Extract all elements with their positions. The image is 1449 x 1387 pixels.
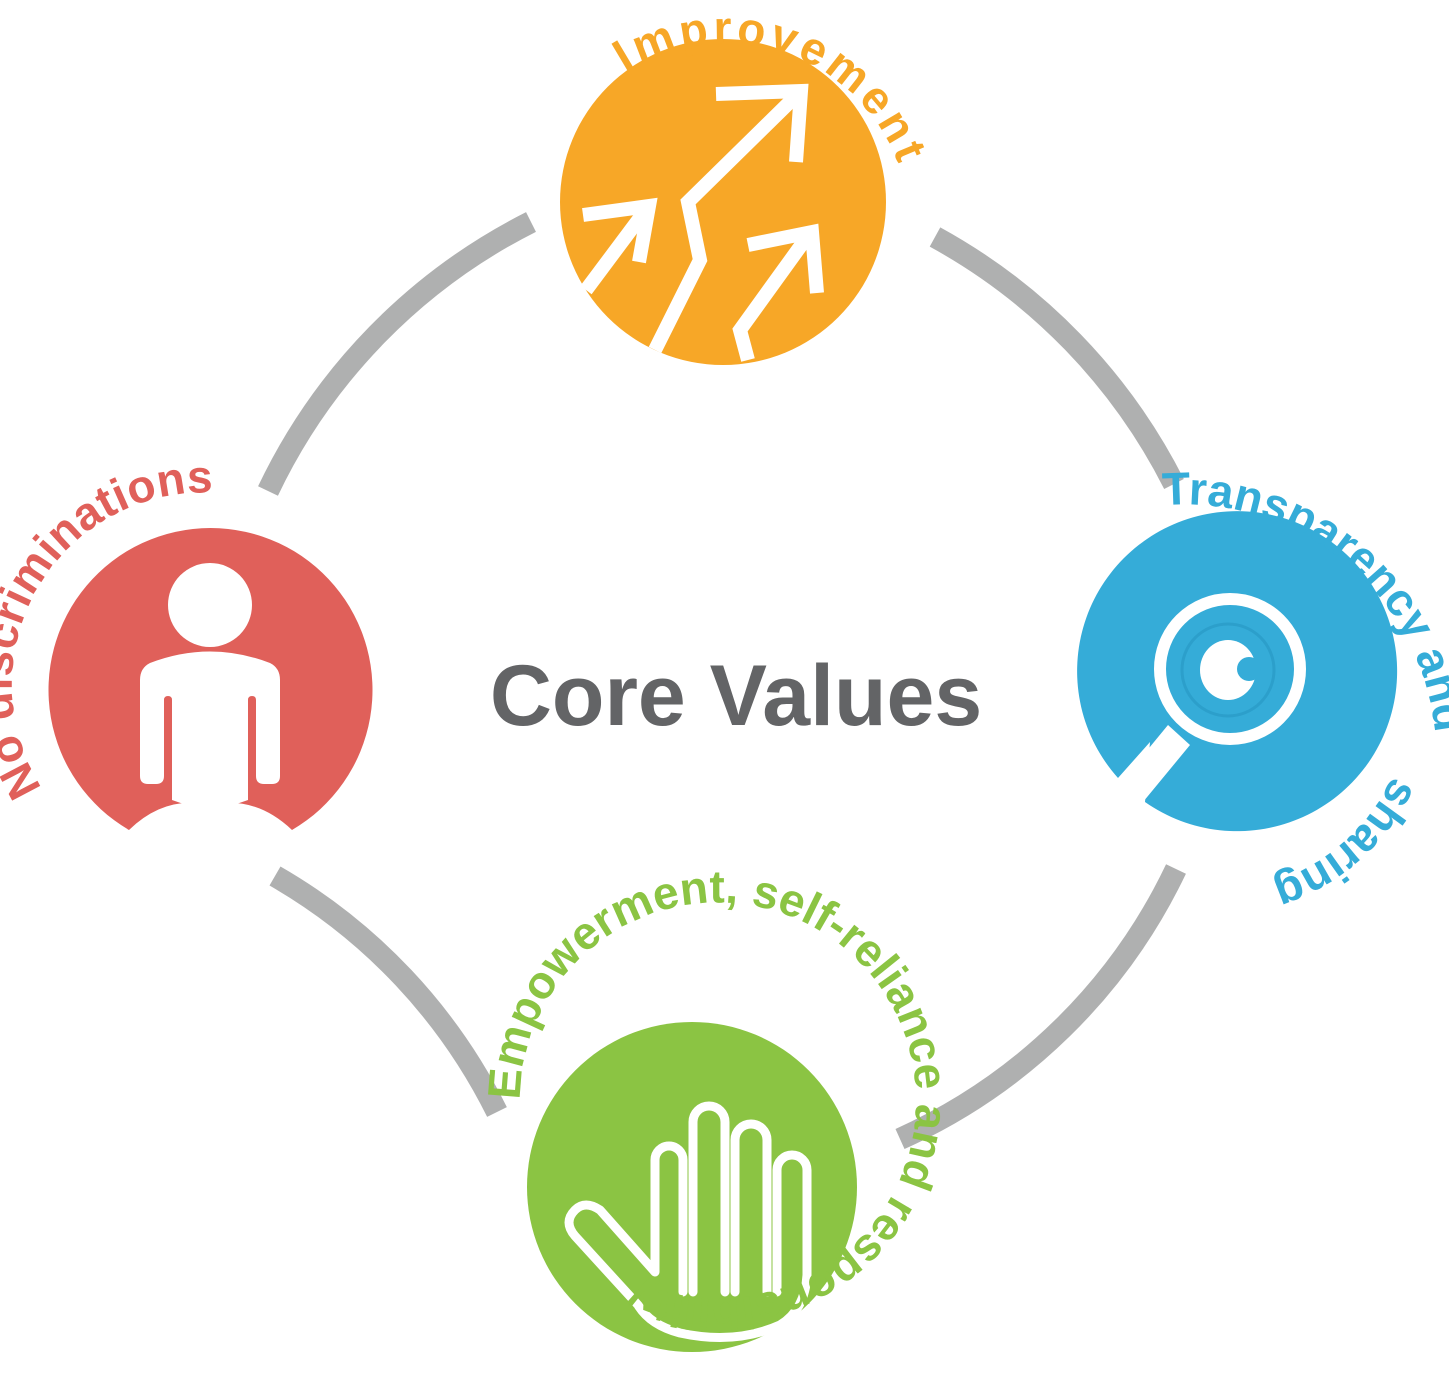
ring-segment-top-left (258, 212, 536, 496)
improvement-node: Improvement (560, 1, 937, 365)
no-discrimination-node: No discriminations (0, 450, 373, 830)
ring-segment-bottom-left (269, 866, 507, 1117)
rising-arrows-icon (580, 83, 824, 362)
magnifying-eye-icon (1121, 593, 1306, 802)
empowerment-node: Empowerment, self-reliance and responsib… (478, 860, 958, 1352)
core-values-title: Core Values (490, 648, 982, 744)
person-icon (140, 563, 280, 808)
ring-segment-bottom-right (895, 864, 1186, 1150)
raised-hand-icon (564, 1101, 812, 1342)
ring-segments (258, 212, 1186, 1150)
ring-segment-top-right (929, 227, 1184, 489)
transparency-node: Transparency and sharing (1077, 462, 1449, 922)
